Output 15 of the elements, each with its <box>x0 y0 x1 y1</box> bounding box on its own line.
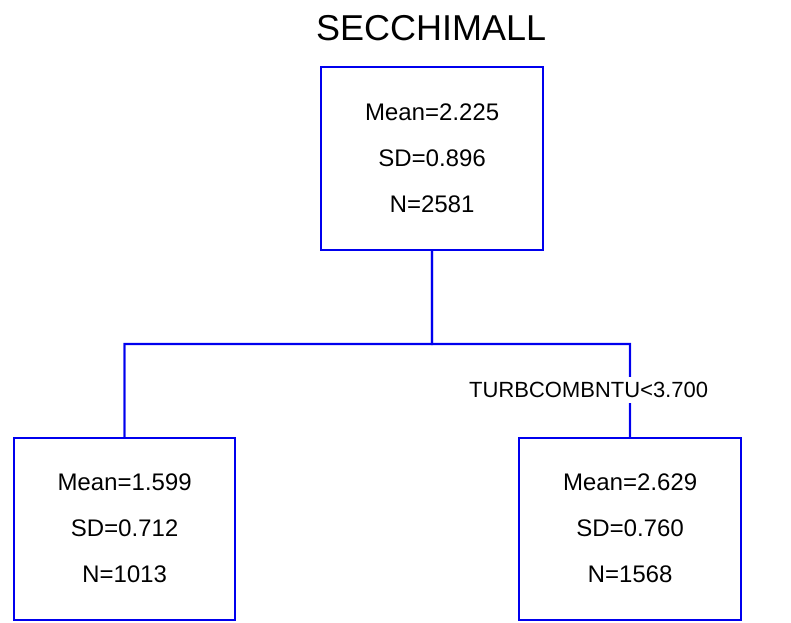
edge-label: TURBCOMBNTU<3.700 <box>468 377 710 403</box>
node-statistic: Mean=2.629 <box>562 468 698 498</box>
node-statistic: SD=0.712 <box>70 514 178 544</box>
diagram-title: SECCHIMALL <box>314 6 548 50</box>
node-statistic: SD=0.760 <box>576 514 684 544</box>
node-statistic: N=2581 <box>390 190 474 220</box>
node-statistic: Mean=1.599 <box>57 468 192 498</box>
node-statistic: SD=0.896 <box>378 144 486 174</box>
node-statistic: Mean=2.225 <box>364 98 500 128</box>
tree-connector <box>430 251 632 437</box>
node-box <box>320 66 544 251</box>
node-box <box>13 437 236 621</box>
node-statistic: N=1013 <box>82 560 167 590</box>
node-box <box>518 437 742 621</box>
node-statistic: N=1568 <box>588 560 672 590</box>
